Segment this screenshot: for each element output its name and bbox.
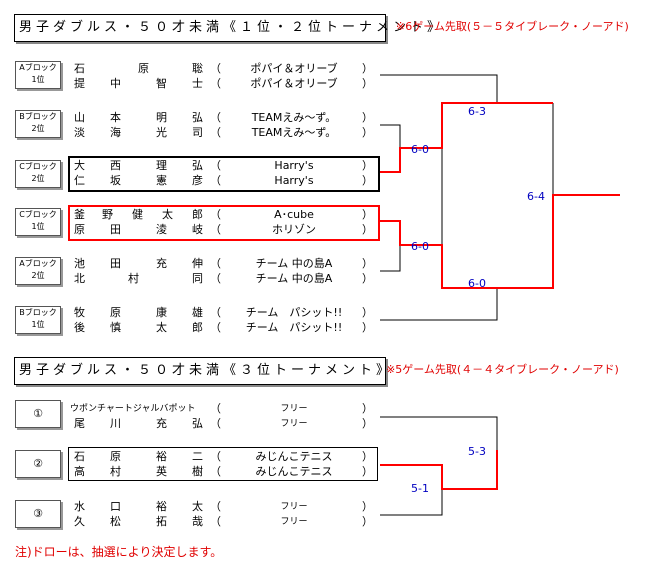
score-label: 6-0 — [411, 143, 429, 156]
winner-path — [380, 194, 620, 289]
score-label: 5-1 — [411, 482, 429, 495]
player-row: 仁坂憲彦 （Harry's） — [74, 174, 373, 187]
bracket-line — [380, 74, 498, 103]
player-row: 水口裕太 （フリー） — [74, 500, 373, 513]
player-row: 久松拓哉 （フリー） — [74, 515, 373, 528]
team-box-t2-2 — [68, 447, 378, 481]
score-label: 6-3 — [468, 105, 486, 118]
score-label: 6-0 — [411, 240, 429, 253]
player-row: 池田充伸 （チーム 中の島A） — [74, 257, 373, 270]
player-row: 石原裕二 （みじんこテニス） — [74, 450, 373, 463]
player-row: 尾川充弘 （フリー） — [74, 417, 373, 430]
draw-number-3: ③ — [15, 500, 61, 528]
winner-path — [380, 102, 553, 173]
player-row: ウポンチャートジャルバポット （フリー） — [70, 402, 373, 415]
bracket-line — [380, 245, 401, 272]
tournament2-title: 男子ダブルス・５０才未満《３位トーナメント》 — [14, 357, 389, 385]
tournament1-title: 男子ダブルス・５０才未満《１位・２位トーナメント》 — [14, 14, 440, 42]
bracket-line — [380, 416, 498, 450]
player-row: 釜野健太郎 （A･cube） — [74, 208, 373, 221]
player-row: 石原聡 （ポパイ＆オリーブ） — [74, 62, 373, 75]
player-row: 北村同 （チーム 中の島A） — [74, 272, 373, 285]
team-box-3 — [68, 156, 380, 192]
team-box-4 — [68, 205, 380, 241]
draw-number-1: ① — [15, 400, 61, 428]
score-label: 6-4 — [527, 190, 545, 203]
player-row: 原田淩岐 （ホリゾン） — [74, 223, 373, 236]
player-row: 淡海光司 （TEAMえみ～ず。） — [74, 126, 373, 139]
tournament2-rule-note: ※5ゲーム先取(４－４タイブレーク・ノーアド) — [386, 363, 619, 376]
bracket-line — [380, 489, 443, 516]
player-row: 大西理弘 （Harry's） — [74, 159, 373, 172]
score-label: 5-3 — [468, 445, 486, 458]
player-row: 後慎太郎 （チーム パシット!!） — [74, 321, 373, 334]
winner-path — [380, 450, 498, 490]
draw-number-2: ② — [15, 450, 61, 478]
bracket-line — [380, 124, 401, 148]
score-label: 6-0 — [468, 277, 486, 290]
draw-footnote: 注)ドローは、抽選により決定します。 — [15, 545, 223, 559]
tournament1-rule-note: ※6ゲーム先取(５－５タイブレーク・ノーアド) — [396, 20, 629, 33]
player-row: 山本明弘 （TEAMえみ～ず。） — [74, 111, 373, 124]
player-row: 提中智士 （ポパイ＆オリーブ） — [74, 77, 373, 90]
player-row: 高村英樹 （みじんこテニス） — [74, 465, 373, 478]
bracket-line — [380, 288, 498, 321]
player-row: 牧原康雄 （チーム パシット!!） — [74, 306, 373, 319]
